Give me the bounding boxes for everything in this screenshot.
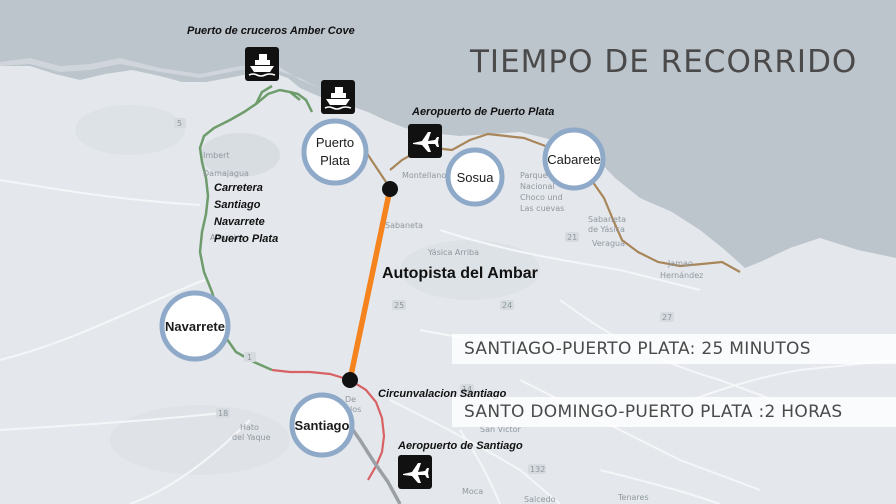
basemap-label: Nacional — [520, 182, 555, 191]
city-label: Navarrete — [165, 319, 225, 334]
airplane-icon — [398, 455, 432, 489]
terrain-shade — [75, 105, 185, 155]
basemap-label: Choco und — [520, 193, 563, 202]
city-label: Plata — [320, 153, 350, 168]
basemap-label: del Yaque — [232, 433, 271, 442]
basemap-label: Hernández — [660, 271, 703, 280]
city-marker-navarrete[interactable]: Navarrete — [159, 290, 231, 362]
basemap-label: los — [350, 405, 361, 414]
basemap-label: San Victor — [480, 425, 522, 434]
coastal-shelf — [0, 58, 320, 88]
basemap-label: Hato — [240, 423, 259, 432]
city-marker-sosua[interactable]: Sosua — [445, 147, 505, 207]
svg-text:21: 21 — [567, 233, 577, 242]
airport-puerto-plata-label: Aeropuerto de Puerto Plata — [412, 106, 555, 118]
basemap-label: Sabaneta — [385, 221, 423, 230]
basemap-label: Jamao — [667, 259, 693, 268]
carretera-spur-2 — [289, 90, 314, 113]
terrain-shade — [200, 133, 280, 177]
svg-text:25: 25 — [394, 301, 404, 310]
terrain-shade — [110, 405, 290, 475]
airport-santiago-label: Aeropuerto de Santiago — [398, 440, 523, 452]
city-label: Sosua — [457, 170, 495, 185]
basemap-label: Altamira — [210, 233, 244, 242]
carretera-spur — [254, 84, 273, 105]
basemap-label: Montellano — [402, 171, 446, 180]
junction-dot-south — [342, 372, 358, 388]
carretera-label-line: Puerto Plata — [214, 233, 279, 245]
basemap-label: Veragua — [592, 239, 625, 248]
circunvalacion-route — [271, 368, 386, 481]
svg-text:132: 132 — [530, 465, 545, 474]
basemap-label: Yásica Arriba — [427, 248, 479, 257]
junction-dot-north — [382, 181, 398, 197]
basemap-label: Parque — [520, 171, 548, 180]
city-marker-puerto-plata[interactable]: Puerto Plata — [301, 118, 369, 186]
carretera-label-line: Navarrete — [214, 216, 265, 228]
minor-roads — [0, 179, 896, 504]
autopista-route — [347, 186, 393, 383]
svg-text:1: 1 — [247, 353, 252, 362]
svg-text:18: 18 — [218, 409, 228, 418]
basemap-label: Moca — [462, 487, 483, 496]
svg-text:27: 27 — [662, 313, 672, 322]
basemap-label: De — [345, 395, 356, 404]
city-label: Cabarete — [547, 152, 600, 167]
carretera-label-line: Santiago — [214, 199, 261, 211]
page-title: TIEMPO DE RECORRIDO — [470, 44, 858, 80]
basemap-label: Salcedo — [524, 495, 556, 504]
basemap-label: Las cuevas — [520, 204, 564, 213]
city-marker-santiago[interactable]: Santiago — [289, 392, 355, 458]
autopista-label: Autopista del Ambar — [382, 265, 538, 282]
city-marker-cabarete[interactable]: Cabarete — [542, 127, 606, 191]
carretera-label-line: Carretera — [214, 182, 263, 194]
ocean — [0, 0, 896, 268]
cruise-ship-icon — [321, 80, 355, 114]
basemap-label: Damajagua — [203, 169, 249, 178]
travel-time-santo-domingo-puerto-plata: SANTO DOMINGO-PUERTO PLATA :2 HORAS — [452, 397, 896, 427]
basemap-label: Tenares — [617, 493, 649, 502]
route-shields: 5 21 25 27 132 18 1 14 24 — [174, 118, 674, 474]
city-label: Puerto — [316, 135, 354, 150]
basemap-label: de Yásica — [588, 225, 625, 234]
road-south — [344, 418, 402, 504]
svg-text:14: 14 — [462, 385, 472, 394]
svg-text:5: 5 — [177, 119, 182, 128]
travel-time-santiago-puerto-plata: SANTIAGO-PUERTO PLATA: 25 MINUTOS — [452, 334, 896, 364]
airplane-icon — [408, 124, 442, 158]
basemap-label: Sabaneta — [588, 215, 626, 224]
amber-cove-label: Puerto de cruceros Amber Cove — [187, 25, 355, 37]
svg-text:24: 24 — [502, 301, 512, 310]
basemap-label: Imbert — [203, 151, 230, 160]
terrain-shade — [400, 240, 540, 300]
city-label: Santiago — [295, 418, 350, 433]
cruise-ship-icon — [245, 47, 279, 81]
